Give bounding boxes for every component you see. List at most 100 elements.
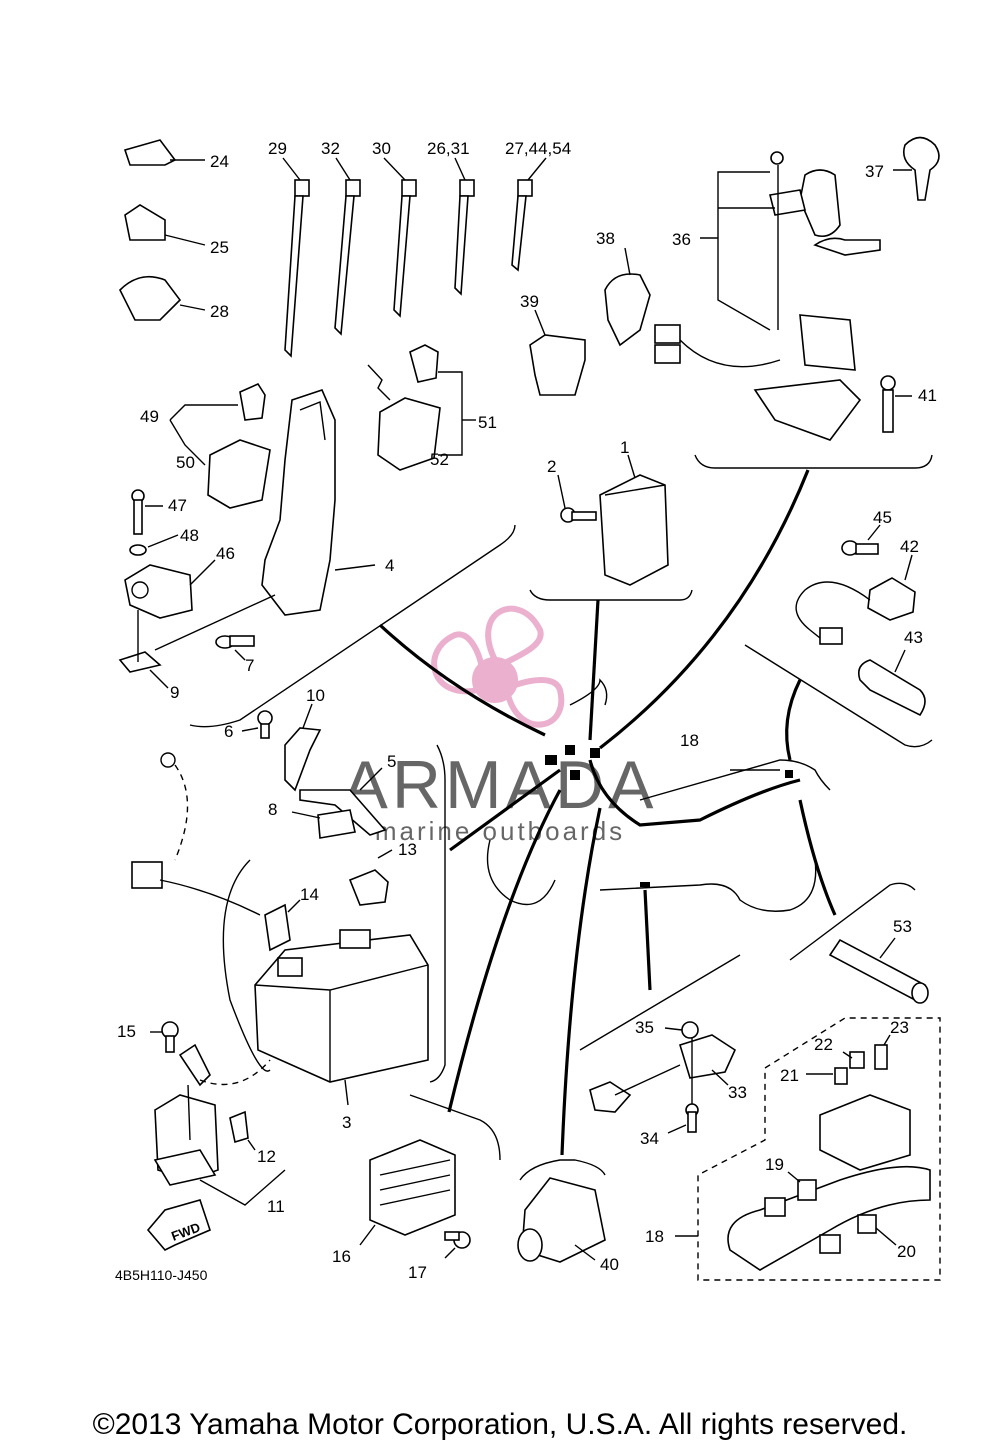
cable-tie-27-44-54-icon (511, 157, 547, 272)
callout-7: 7 (245, 656, 254, 675)
screw-41-icon (880, 375, 912, 433)
callout-40: 40 (600, 1255, 619, 1274)
pad-8-icon (291, 809, 356, 839)
fwd-arrow-icon: FWD (146, 1199, 211, 1251)
callout-34: 34 (640, 1129, 659, 1148)
callout-12: 12 (257, 1147, 276, 1166)
callout-50: 50 (176, 453, 195, 472)
callout-49: 49 (140, 407, 159, 426)
clip-24-icon (123, 139, 205, 166)
battery-cable-icon (131, 752, 301, 952)
bracket-38-icon (604, 247, 651, 347)
harness-holder-4-icon (261, 389, 376, 616)
callout-10: 10 (306, 686, 325, 705)
callout-19: 19 (765, 1155, 784, 1174)
callout-39: 39 (520, 292, 539, 311)
callout-48: 48 (180, 526, 199, 545)
watermark-tagline: marine outboards (375, 816, 625, 846)
watermark: ARMADA marine outboards (343, 605, 653, 846)
main-switch-assembly-icon (654, 151, 881, 441)
relay-49-icon (239, 382, 266, 421)
callout-4: 4 (385, 556, 394, 575)
watermark-propeller-icon (431, 605, 565, 728)
rectifier-16-icon (359, 1139, 456, 1246)
callout-15: 15 (117, 1022, 136, 1041)
fuse-box-detail (675, 1017, 941, 1281)
callout-5: 5 (387, 752, 396, 771)
cap-13-icon (348, 849, 393, 906)
callout-25: 25 (210, 238, 229, 257)
diagram-code: 4B5H110-J450 (115, 1267, 208, 1283)
callout-45: 45 (873, 508, 892, 527)
callout-42: 42 (900, 537, 919, 556)
callout-2: 2 (547, 457, 556, 476)
callout-11: 11 (267, 1197, 285, 1216)
fuse-23-icon (874, 1044, 888, 1070)
clip-28-icon (119, 275, 206, 321)
callout-20: 20 (897, 1242, 916, 1261)
cable-tie-26-31-icon (454, 157, 475, 296)
callout-38: 38 (596, 229, 615, 248)
callout-33: 33 (728, 1083, 747, 1102)
relay-51-icon (409, 344, 439, 383)
cover-43-icon (857, 649, 926, 717)
washer-48-icon (129, 534, 179, 556)
callout-16: 16 (332, 1247, 351, 1266)
callout-30: 30 (372, 139, 391, 158)
callout-36: 36 (672, 230, 691, 249)
tube-53-icon (828, 937, 929, 1004)
bracket-39-icon (529, 309, 586, 396)
clip-25-icon (124, 204, 206, 246)
screw-2-icon (557, 474, 597, 523)
bolt-6-icon (241, 710, 273, 739)
nut-35-icon (664, 1021, 699, 1039)
key-icon (893, 136, 940, 201)
motorcycle-outline (486, 678, 831, 912)
callout-6: 6 (224, 722, 233, 741)
connector-mark-icon (565, 745, 575, 755)
callout-24: 24 (210, 152, 229, 171)
battery-band-10-icon (284, 703, 322, 792)
callout-8: 8 (268, 800, 277, 819)
callout-28: 28 (210, 302, 229, 321)
ecu-icon (599, 454, 669, 586)
callout-23: 23 (890, 1018, 909, 1037)
screw-45-icon (841, 524, 881, 556)
sensor-46-icon (124, 559, 216, 619)
callout-51: 51 (478, 413, 497, 432)
pickup-coil-40-icon (517, 1177, 606, 1263)
callout-46: 46 (216, 544, 235, 563)
harness-leader-lines (378, 469, 837, 1156)
battery-icon (222, 859, 429, 1106)
cable-tie-30-icon (383, 157, 417, 318)
bolt-17-icon (444, 1231, 471, 1259)
starter-relay-11-icon (153, 1043, 271, 1186)
sensor-42-icon (795, 554, 916, 645)
bolt-47-icon (131, 489, 163, 535)
relay-50-icon (207, 439, 271, 509)
bracket-5-icon (299, 767, 387, 836)
cable-tie-29-icon (282, 157, 310, 358)
callout-17: 17 (408, 1263, 427, 1282)
callout-18-detail: 18 (645, 1227, 664, 1246)
callout-37: 37 (865, 162, 884, 181)
connector-mark-icon (545, 755, 557, 765)
bracket-9-icon (118, 594, 276, 689)
copyright-notice: ©2013 Yamaha Motor Corporation, U.S.A. A… (92, 1408, 908, 1441)
relay-52-icon (377, 397, 441, 471)
callout-41: 41 (918, 386, 937, 405)
fuse-21-icon (834, 1067, 848, 1085)
callout-9: 9 (170, 683, 179, 702)
section-borders (189, 454, 933, 1181)
screw-34-icon (667, 1103, 699, 1134)
callout-22: 22 (814, 1035, 833, 1054)
callout-35: 35 (635, 1018, 654, 1037)
rivet-7-icon (215, 635, 255, 661)
callout-52: 52 (430, 450, 449, 469)
callout-29: 29 (268, 139, 287, 158)
fuse-12-icon (229, 1110, 256, 1151)
callout-32: 32 (321, 139, 340, 158)
callout-14: 14 (300, 885, 319, 904)
callout-3: 3 (342, 1113, 351, 1132)
